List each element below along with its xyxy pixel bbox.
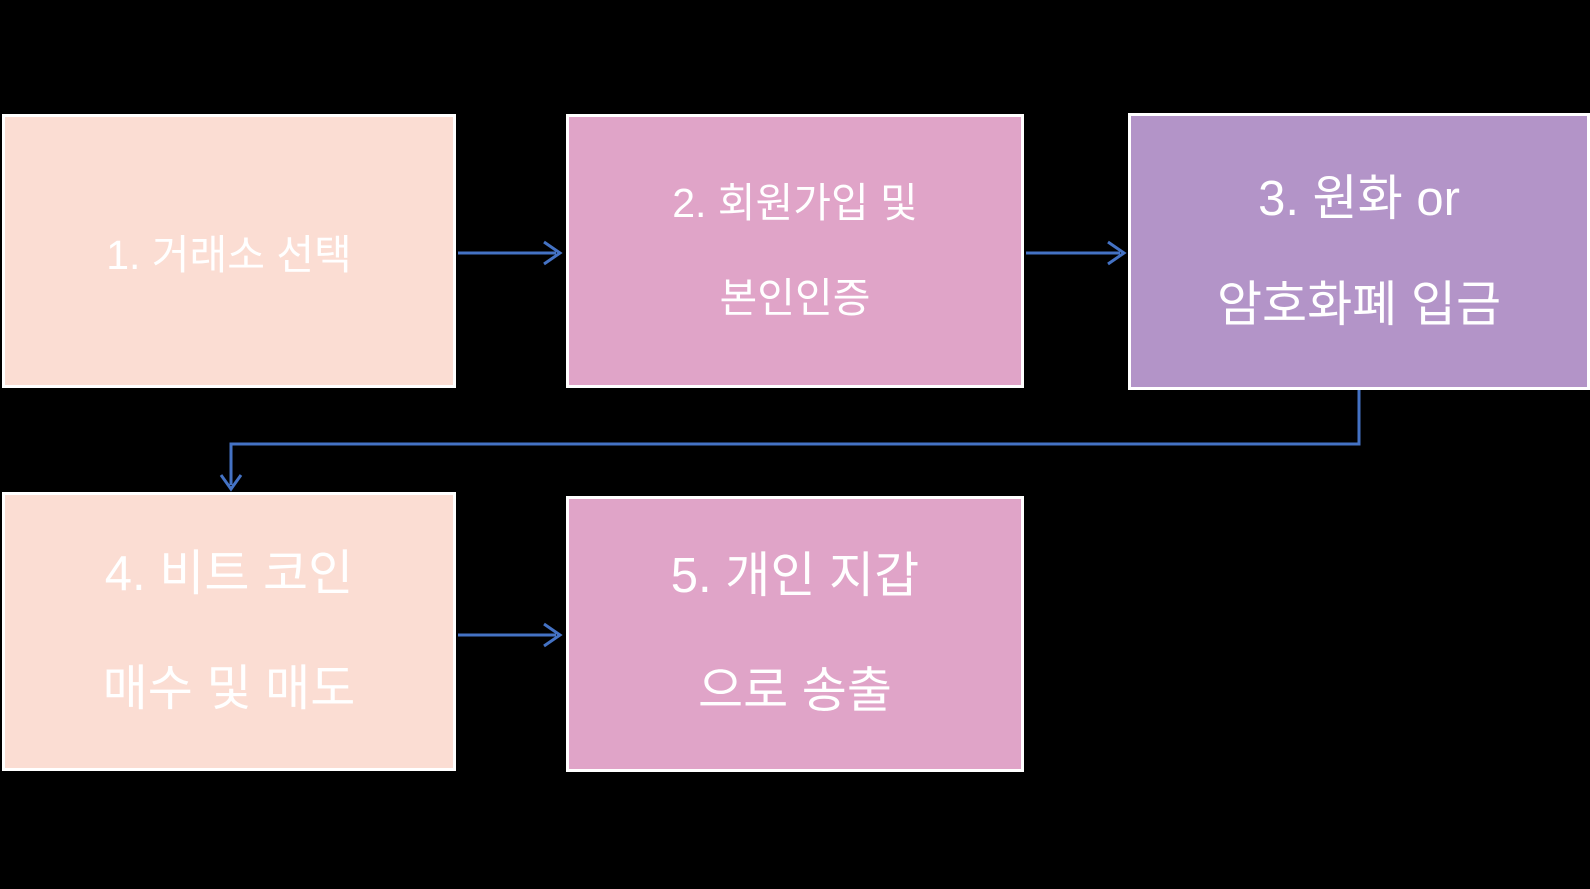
flow-step-4-buy-sell: 4. 비트 코인 매수 및 매도 xyxy=(2,492,456,771)
arrow-step1-to-step2-icon xyxy=(458,240,563,266)
flow-step-2-label-line2: 본인인증 xyxy=(719,275,871,321)
flow-step-1-label: 1. 거래소 선택 xyxy=(106,232,352,278)
flow-step-2-label-line1: 2. 회원가입 및 xyxy=(672,180,918,226)
flow-step-2-signup-verify: 2. 회원가입 및 본인인증 xyxy=(566,114,1024,388)
flow-step-5-label-line2: 으로 송출 xyxy=(698,664,892,718)
flow-step-1-exchange-select: 1. 거래소 선택 xyxy=(2,114,456,388)
flow-step-3-deposit: 3. 원화 or 암호화폐 입금 xyxy=(1128,113,1590,390)
flow-step-5-label-line1: 5. 개인 지갑 xyxy=(670,549,920,603)
flow-step-4-label-line2: 매수 및 매도 xyxy=(102,661,356,716)
arrow-step3-to-step4-elbow-icon xyxy=(219,390,1361,492)
arrow-step4-to-step5-icon xyxy=(458,622,563,648)
flow-step-3-label-line2: 암호화폐 입금 xyxy=(1216,277,1502,332)
flow-step-5-send-wallet: 5. 개인 지갑 으로 송출 xyxy=(566,496,1024,772)
arrow-step2-to-step3-icon xyxy=(1026,240,1127,266)
flow-step-3-label-line1: 3. 원화 or xyxy=(1258,171,1460,226)
flow-step-4-label-line1: 4. 비트 코인 xyxy=(104,546,354,601)
